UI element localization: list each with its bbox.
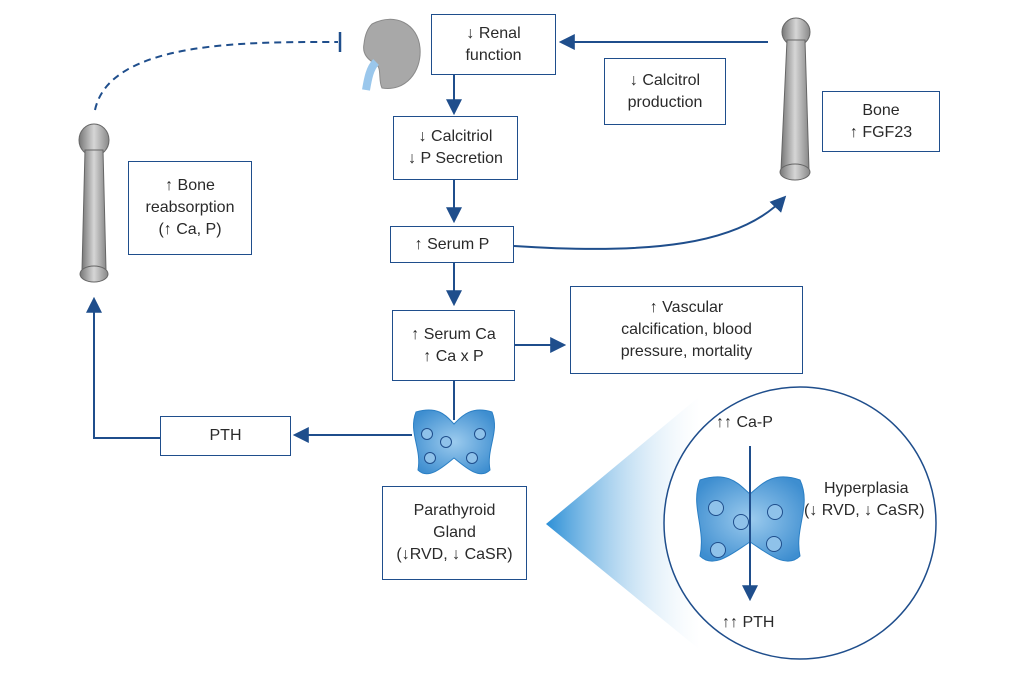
calcitriol-p-secretion-box: ↓ Calcitriol ↓ P Secretion	[393, 116, 518, 180]
bone-reabsorption-line1: ↑ Bone	[165, 177, 215, 194]
calcitriol-line2: ↓ P Secretion	[408, 150, 503, 167]
zoom-hyperplasia-line2: (↓ RVD, ↓ CaSR)	[804, 502, 925, 519]
vascular-line1: ↑ Vascular	[649, 299, 724, 316]
vascular-line2: calcification, blood	[621, 321, 752, 338]
zoom-hyperplasia-line1: Hyperplasia	[824, 480, 909, 497]
renal-function-line2: function	[465, 46, 522, 64]
arrow-pth-to-bone	[86, 296, 160, 439]
vascular-line3: pressure, mortality	[620, 343, 753, 360]
inhibition-dashed-line	[94, 40, 339, 111]
zoom-pth-label: ↑↑ PTH	[722, 614, 775, 631]
calcitrol-production-box: ↓ Calcitrol production	[604, 58, 726, 125]
zoom-ca-p-label: ↑↑ Ca-P	[716, 414, 773, 431]
zoom-cone	[546, 396, 700, 650]
kidney-icon	[362, 18, 421, 91]
parathyroid-line2: Gland	[433, 524, 476, 541]
serum-ca-line2: ↑ Ca x P	[423, 347, 484, 365]
serum-p-line1: ↑ Serum P	[414, 235, 490, 253]
serum-ca-box: ↑ Serum Ca ↑ Ca x P	[392, 310, 515, 381]
parathyroid-gland-icon	[412, 409, 496, 475]
bone-left-icon	[78, 123, 110, 283]
calcitriol-line1: ↓ Calcitriol	[418, 128, 493, 145]
serum-p-box: ↑ Serum P	[390, 226, 514, 263]
parathyroid-line3: (↓RVD, ↓ CaSR)	[396, 546, 513, 563]
vascular-box: ↑ Vascular calcification, blood pressure…	[570, 286, 803, 374]
serum-ca-line1: ↑ Serum Ca	[411, 325, 496, 343]
renal-function-box: ↓ Renal function	[431, 14, 556, 75]
bone-reabsorption-line3: (↑ Ca, P)	[158, 221, 222, 238]
bone-fgf23-line2: ↑ FGF23	[849, 123, 913, 141]
calcitrol-production-line2: production	[627, 93, 703, 111]
bone-fgf23-box: Bone ↑ FGF23	[822, 91, 940, 152]
renal-function-line1: ↓ Renal	[466, 24, 521, 42]
parathyroid-line1: Parathyroid	[413, 502, 496, 519]
bone-fgf23-line1: Bone	[862, 101, 900, 119]
pth-box: PTH	[160, 416, 291, 456]
pth-line1: PTH	[209, 427, 242, 444]
calcitrol-production-line1: ↓ Calcitrol	[629, 71, 701, 89]
bone-reabsorption-line2: reabsorption	[145, 199, 235, 216]
parathyroid-gland-box: Parathyroid Gland (↓RVD, ↓ CaSR)	[382, 486, 527, 580]
bone-reabsorption-box: ↑ Bone reabsorption (↑ Ca, P)	[128, 161, 252, 255]
bone-right-icon	[779, 17, 811, 181]
arrow-serum-p-to-bone	[513, 195, 787, 250]
